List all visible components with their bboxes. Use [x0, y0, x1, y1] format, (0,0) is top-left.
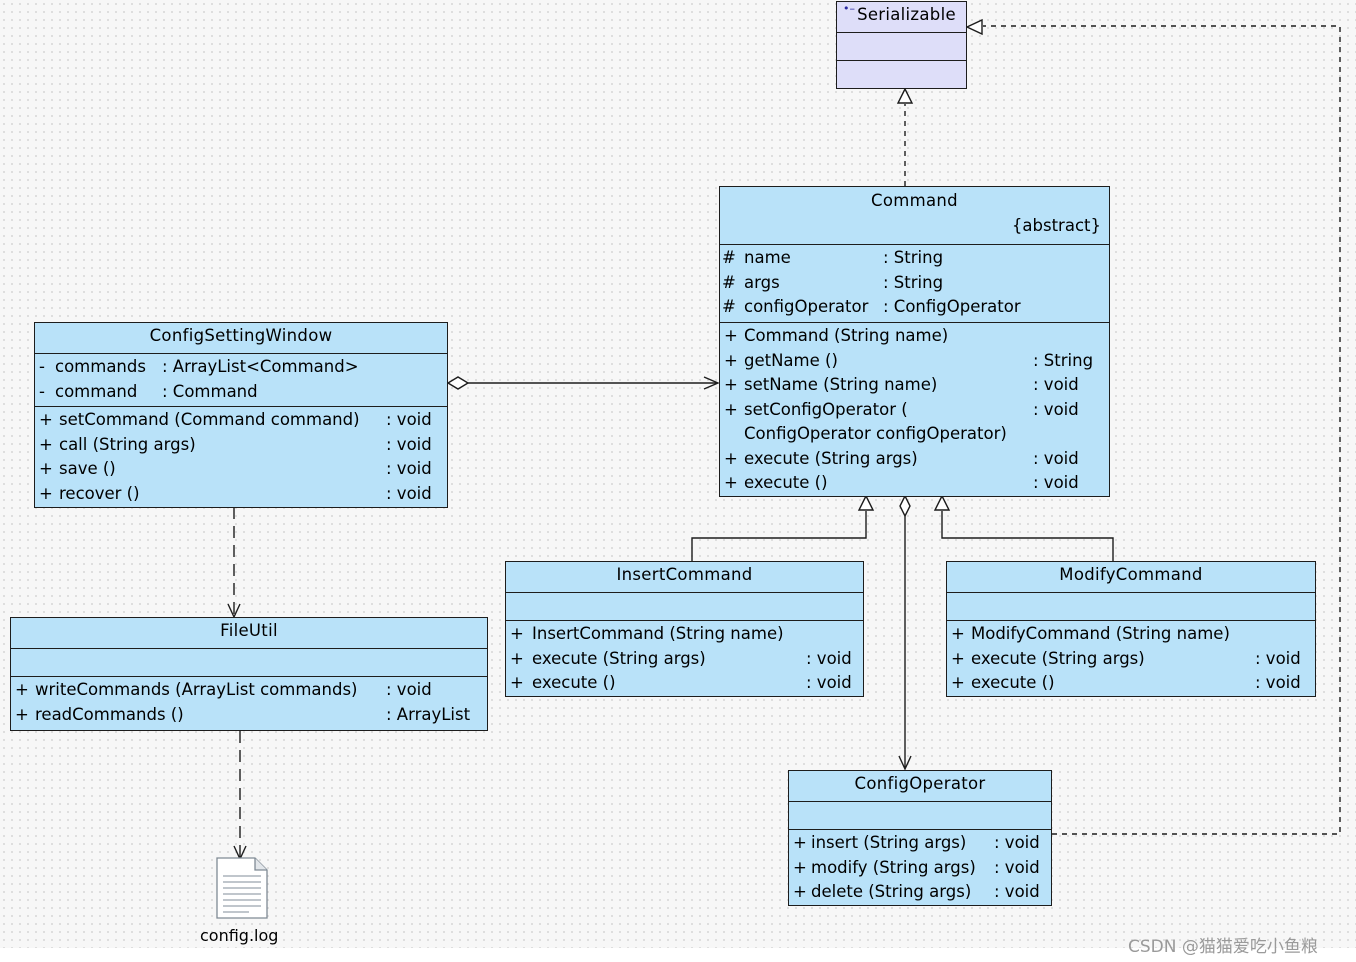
modify-command-class[interactable]: ModifyCommand + ModifyCommand (String na… — [946, 561, 1316, 697]
command-name: Command — [871, 191, 958, 210]
modify-command-operation-row: + ModifyCommand (String name) — [951, 624, 1230, 643]
serializable-operations-compartment — [837, 60, 966, 88]
insert-command-operations-compartment: + InsertCommand (String name) + execute … — [506, 620, 863, 697]
modify-command-operations-compartment: + ModifyCommand (String name) + execute … — [947, 620, 1315, 697]
config-operator-operation-row: + modify (String args) : void — [793, 857, 1040, 877]
insert-command-class[interactable]: InsertCommand + InsertCommand (String na… — [505, 561, 864, 697]
file-icon[interactable] — [215, 856, 269, 920]
config-operator-operation-row: + insert (String args) : void — [793, 833, 1040, 852]
config-operator-class[interactable]: ConfigOperator + insert (String args) : … — [788, 770, 1052, 906]
modify-command-operation-row: + execute (String args) : void — [951, 648, 1301, 668]
config-setting-window-attribute-row: - command : Command — [39, 381, 258, 401]
command-operation-row: + Command (String name) — [724, 326, 949, 345]
insert-command-operation-row: + InsertCommand (String name) — [510, 624, 784, 643]
command-attribute-row: # name : String — [722, 248, 944, 267]
insertcommand-generalization-line — [691, 511, 867, 561]
config-setting-window-operation-row: + call (String args) : void — [39, 434, 432, 454]
command-attribute-row: # configOperator : ConfigOperator — [722, 297, 1021, 316]
config-operator-name: ConfigOperator — [854, 774, 986, 793]
file-util-name: FileUtil — [220, 621, 278, 640]
file-util-operation-row: + readCommands () : ArrayList — [15, 704, 471, 724]
insert-command-operation-row: + execute (String args) : void — [510, 648, 852, 668]
window-aggregation-arrowhead — [703, 376, 720, 390]
command-aggregation-diamond — [899, 494, 911, 518]
insert-command-name: InsertCommand — [616, 565, 753, 584]
command-aggregation-arrowhead — [898, 755, 912, 771]
configoperator-realization-arrowhead — [965, 18, 983, 36]
serializable-realization-arrowhead — [896, 87, 914, 104]
command-operation-row: + setName (String name) : void — [724, 375, 1079, 394]
config-operator-operation-row: + delete (String args) : void — [793, 882, 1040, 901]
command-attribute-row: # args : String — [722, 272, 944, 292]
watermark: CSDN @猫猫爱吃小鱼粮 — [1128, 937, 1318, 957]
insertcommand-generalization-arrowhead — [857, 494, 875, 511]
serializable-interface[interactable]: •– Serializable — [836, 1, 967, 89]
modify-command-operation-row: + execute () : void — [951, 673, 1301, 692]
insert-command-operation-row: + execute () : void — [510, 673, 852, 692]
command-operations-compartment: + Command (String name) + getName () : S… — [720, 322, 1109, 497]
command-operation-row: + getName () : String — [724, 350, 1094, 370]
serializable-attributes-compartment — [837, 32, 966, 60]
config-setting-window-operation-row: + save () : void — [39, 459, 432, 478]
config-operator-attributes-compartment — [789, 801, 1051, 829]
file-util-attributes-compartment — [11, 648, 487, 676]
modify-command-name: ModifyCommand — [1059, 565, 1203, 584]
config-log-label: config.log — [200, 926, 279, 945]
serializable-name: Serializable — [857, 5, 956, 24]
configoperator-realization-line — [983, 25, 1341, 835]
command-stereotype: {abstract} — [1011, 215, 1101, 235]
command-class[interactable]: Command {abstract} # name : String # arg… — [719, 186, 1110, 497]
window-aggregation-diamond — [446, 376, 470, 390]
command-operation-row: + setConfigOperator ( : void — [724, 399, 1079, 419]
config-setting-window-attribute-row: - commands : ArrayList<Command> — [39, 357, 359, 376]
command-operation-row: ConfigOperator configOperator) — [744, 424, 1007, 443]
config-setting-window-class[interactable]: ConfigSettingWindow - commands : ArrayLi… — [34, 322, 448, 508]
config-setting-window-attributes-compartment: - commands : ArrayList<Command> - comman… — [35, 353, 447, 406]
config-setting-window-name: ConfigSettingWindow — [149, 326, 333, 345]
config-setting-window-operation-row: + setCommand (Command command) : void — [39, 410, 432, 429]
config-setting-window-operation-row: + recover () : void — [39, 483, 432, 503]
file-util-class[interactable]: FileUtil + writeCommands (ArrayList comm… — [10, 617, 488, 731]
command-attributes-compartment: # name : String # args : String # config… — [720, 244, 1109, 322]
interface-icon: •– — [843, 2, 855, 15]
config-setting-window-operations-compartment: + setCommand (Command command) : void + … — [35, 406, 447, 507]
command-operation-row: + execute (String args) : void — [724, 448, 1079, 468]
file-util-operations-compartment: + writeCommands (ArrayList commands) : v… — [11, 676, 487, 728]
command-operation-row: + execute () : void — [724, 473, 1079, 492]
file-util-operation-row: + writeCommands (ArrayList commands) : v… — [15, 680, 432, 699]
insert-command-attributes-compartment — [506, 592, 863, 620]
modifycommand-generalization-arrowhead — [933, 494, 951, 511]
modifycommand-generalization-line — [941, 511, 1114, 561]
modify-command-attributes-compartment — [947, 592, 1315, 620]
config-operator-operations-compartment: + insert (String args) : void + modify (… — [789, 829, 1051, 906]
